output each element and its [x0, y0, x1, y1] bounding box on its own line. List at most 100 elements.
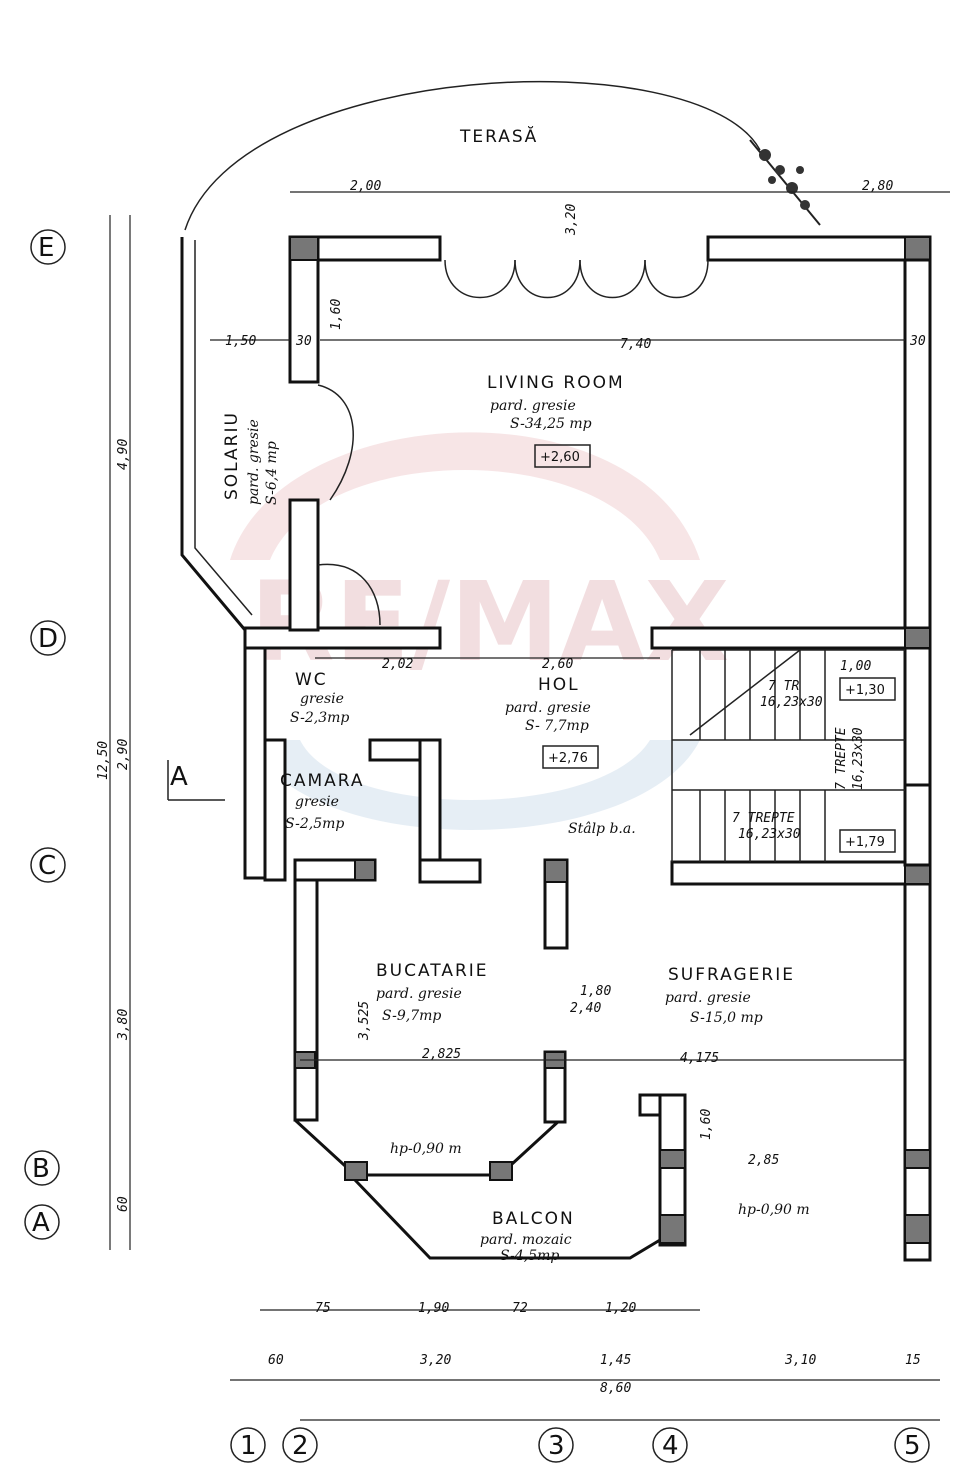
room-hol: HOL pard. gresie S- 7,7mp +2,76 [505, 675, 599, 769]
svg-text:3,80: 3,80 [116, 1009, 131, 1041]
svg-text:S-15,0 mp: S-15,0 mp [690, 1010, 763, 1026]
svg-text:2,40: 2,40 [570, 1001, 601, 1016]
svg-text:30: 30 [295, 334, 312, 349]
svg-text:pard. gresie: pard. gresie [665, 990, 751, 1006]
svg-text:S-9,7mp: S-9,7mp [382, 1008, 441, 1024]
svg-text:S-2,3mp: S-2,3mp [290, 710, 349, 726]
svg-text:2,60: 2,60 [542, 657, 573, 672]
svg-text:BUCATARIE: BUCATARIE [376, 961, 489, 981]
svg-text:pard. mozaic: pard. mozaic [480, 1232, 572, 1248]
svg-text:hp-0,90 m: hp-0,90 m [738, 1202, 810, 1218]
living-room-title: LIVING ROOM [487, 373, 625, 393]
svg-text:2,90: 2,90 [116, 739, 131, 770]
svg-text:SOLARIU: SOLARIU [222, 411, 242, 500]
svg-text:16,23x30: 16,23x30 [760, 695, 823, 710]
svg-text:1,90: 1,90 [418, 1301, 449, 1316]
room-living: LIVING ROOM pard. gresie S-34,25 mp +2,6… [487, 373, 625, 468]
svg-text:1,20: 1,20 [605, 1301, 636, 1316]
room-solariu: SOLARIU pard. gresie S-6,4 mp [222, 411, 280, 505]
room-bucatarie: BUCATARIE pard. gresie S-9,7mp [376, 961, 489, 1024]
svg-text:12,50: 12,50 [96, 741, 111, 780]
svg-text:16,23x30: 16,23x30 [738, 827, 801, 842]
svg-text:1,50: 1,50 [225, 334, 256, 349]
svg-text:7 TREPTE: 7 TREPTE [834, 727, 849, 790]
svg-text:1,80: 1,80 [580, 984, 611, 999]
svg-text:1,60: 1,60 [329, 299, 344, 330]
svg-text:1,60: 1,60 [699, 1109, 714, 1140]
svg-text:2,825: 2,825 [422, 1047, 461, 1062]
svg-text:30: 30 [909, 334, 926, 349]
svg-text:SUFRAGERIE: SUFRAGERIE [668, 965, 795, 985]
svg-text:3,20: 3,20 [564, 204, 579, 236]
svg-text:HOL: HOL [538, 675, 580, 695]
svg-text:pard. gresie: pard. gresie [490, 398, 576, 414]
svg-text:8,60: 8,60 [600, 1381, 631, 1396]
svg-text:1,00: 1,00 [840, 659, 871, 674]
axis-rows: E D C B A [24, 229, 66, 1240]
axis-4: 4 [662, 1431, 679, 1461]
svg-text:CAMARA: CAMARA [280, 771, 365, 791]
section-marker: A [170, 762, 188, 792]
axis-B: B [32, 1154, 50, 1184]
room-balcon: BALCON pard. mozaic S-4,5mp [480, 1209, 575, 1264]
svg-text:pard. gresie: pard. gresie [505, 700, 591, 716]
level-hol: +2,76 [548, 751, 588, 766]
watermark-text: RE/MAX [250, 558, 729, 686]
misc-labels: A Stâlp b.a. hp-0,90 m hp-0,90 m [167, 760, 810, 1218]
svg-text:S- 7,7mp: S- 7,7mp [525, 718, 589, 734]
svg-text:gresie: gresie [300, 691, 344, 707]
axis-cols: 1 2 3 4 5 [230, 1427, 930, 1463]
svg-text:2,00: 2,00 [350, 179, 381, 194]
stair-labels: 7 TR 16,23x30 +1,30 7 TREPTE 16,23x30 7 … [732, 677, 896, 853]
axis-A: A [32, 1208, 50, 1238]
svg-text:WC: WC [295, 670, 328, 690]
axis-C: C [38, 851, 56, 881]
svg-text:pard. gresie: pard. gresie [246, 419, 262, 505]
axis-1: 1 [240, 1431, 257, 1461]
level-stair-top: +1,30 [845, 683, 885, 698]
level-living: +2,60 [540, 450, 580, 465]
stalp-label: Stâlp b.a. [568, 821, 636, 837]
axis-5: 5 [904, 1431, 921, 1461]
svg-text:S-2,5mp: S-2,5mp [285, 816, 344, 832]
svg-text:2,85: 2,85 [748, 1153, 779, 1168]
svg-text:4,175: 4,175 [680, 1051, 719, 1066]
svg-text:3,525: 3,525 [357, 1001, 372, 1041]
stairs [671, 649, 905, 862]
svg-text:60: 60 [116, 1196, 131, 1212]
svg-text:3,10: 3,10 [784, 1353, 816, 1368]
svg-text:1,45: 1,45 [600, 1353, 631, 1368]
svg-text:gresie: gresie [295, 794, 339, 810]
level-stair-bottom: +1,79 [845, 835, 885, 850]
svg-text:7 TREPTE: 7 TREPTE [732, 811, 795, 826]
dimension-lines [109, 191, 950, 1421]
room-camara: CAMARA gresie S-2,5mp [280, 771, 365, 832]
svg-text:7 TR: 7 TR [768, 679, 799, 694]
terrace-label: TERASĂ [459, 125, 538, 147]
doors [317, 259, 709, 626]
svg-text:3,20: 3,20 [419, 1353, 451, 1368]
svg-text:72: 72 [512, 1301, 528, 1316]
svg-text:15: 15 [905, 1353, 921, 1368]
svg-text:hp-0,90 m: hp-0,90 m [390, 1141, 462, 1157]
plant-decor [749, 139, 821, 226]
room-wc: WC gresie S-2,3mp [290, 670, 349, 726]
dimension-texts: 2,00 3,20 2,80 1,50 7,40 1,60 30 30 4,90… [96, 179, 926, 1396]
svg-text:75: 75 [315, 1301, 331, 1316]
room-sufragerie: SUFRAGERIE pard. gresie S-15,0 mp [665, 965, 795, 1026]
axis-D: D [38, 624, 58, 654]
svg-text:S-34,25 mp: S-34,25 mp [510, 416, 592, 432]
svg-text:S-6,4 mp: S-6,4 mp [264, 441, 280, 505]
svg-text:4,90: 4,90 [116, 439, 131, 470]
axis-2: 2 [292, 1431, 309, 1461]
svg-text:2,02: 2,02 [382, 657, 413, 672]
svg-text:BALCON: BALCON [492, 1209, 575, 1229]
terrace-arc [184, 81, 761, 231]
svg-text:2,80: 2,80 [862, 179, 893, 194]
svg-text:pard. gresie: pard. gresie [376, 986, 462, 1002]
axis-3: 3 [548, 1431, 565, 1461]
svg-text:60: 60 [268, 1353, 284, 1368]
svg-text:16,23x30: 16,23x30 [851, 727, 866, 790]
svg-text:S-4,5mp: S-4,5mp [500, 1248, 559, 1264]
